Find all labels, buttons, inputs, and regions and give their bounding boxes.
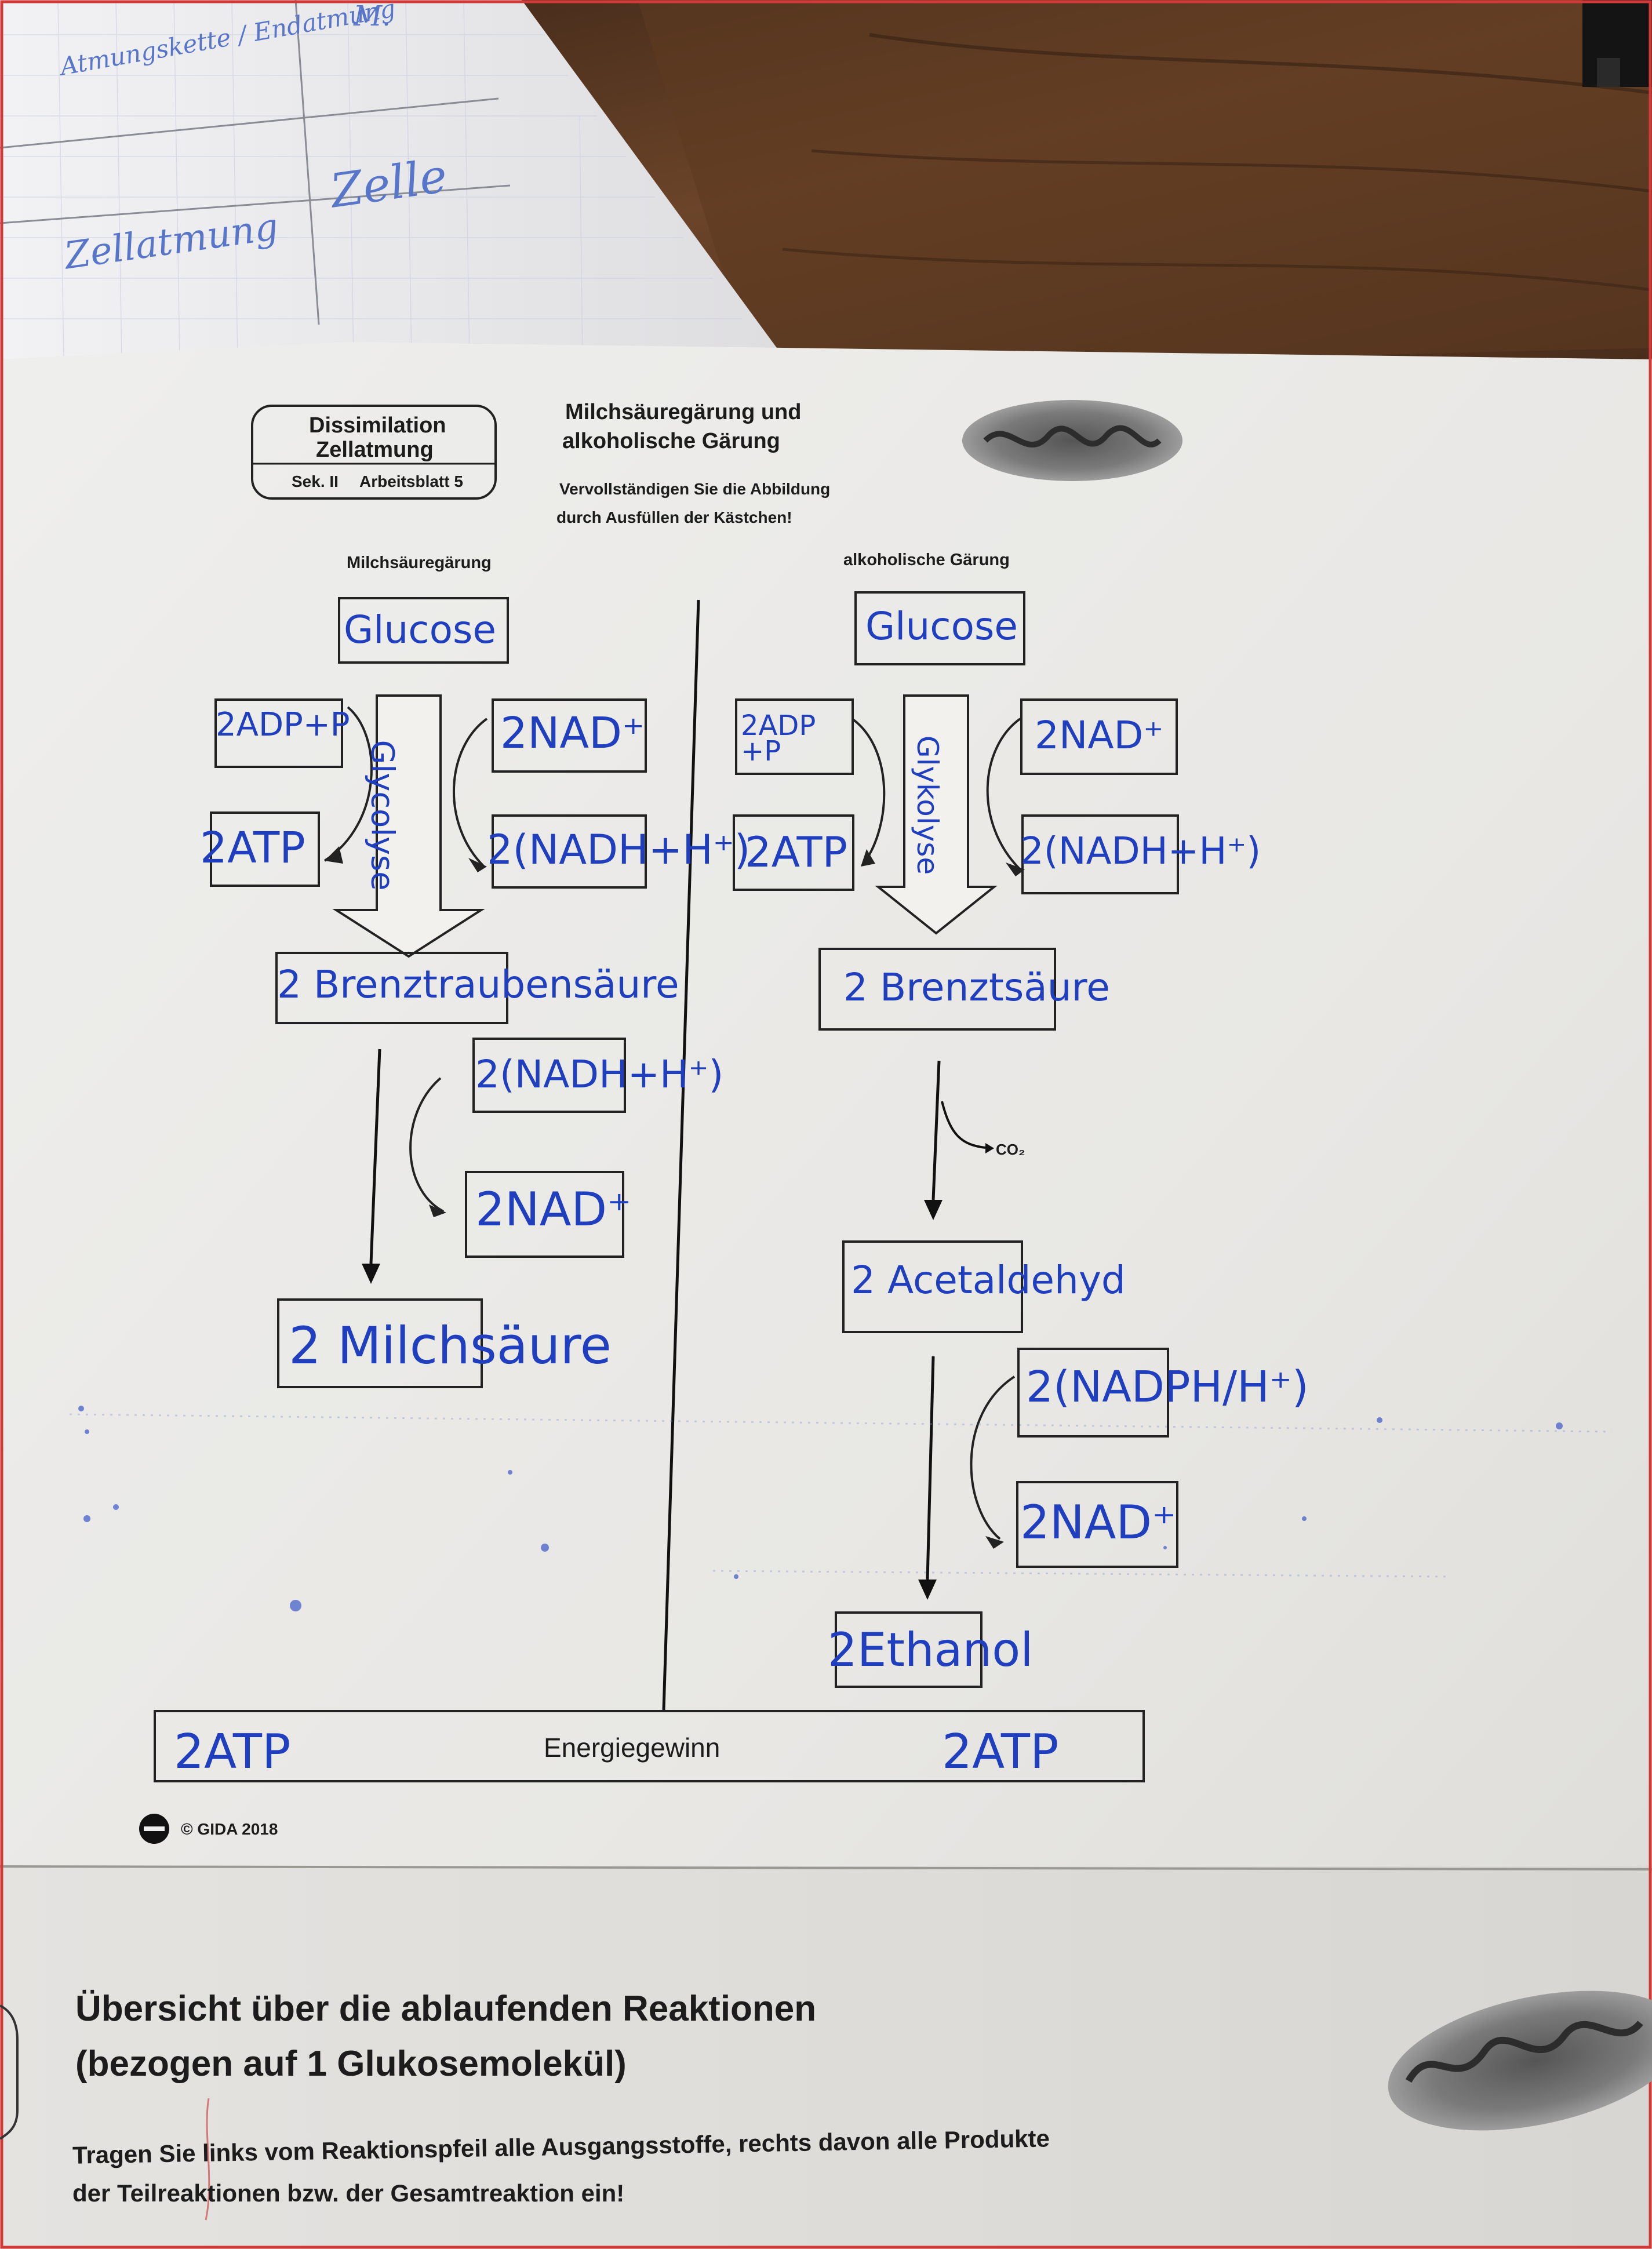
left-atp-text: 2ATP [200,823,305,873]
energy-label: Energiegewinn [544,1732,720,1763]
header-title-line2: alkoholische Gärung [562,429,780,454]
back-sheet-cell-m: M. [354,0,391,32]
header-level: Sek. II [292,472,339,491]
right-co2-label: CO₂ [996,1141,1025,1159]
bottom-title-line1: Übersicht über die ablaufenden Reaktione… [75,1988,816,2029]
right-nad-text: 2NAD⁺ [1035,713,1163,758]
left-nad-text: 2NAD⁺ [500,708,645,758]
right-nadh2-text: 2(NADPH/H⁺) [1026,1362,1309,1412]
right-nad2-text: 2NAD⁺ [1020,1495,1176,1549]
copyright-text: © GIDA 2018 [181,1820,278,1839]
energy-right-atp: 2ATP [942,1724,1058,1779]
header-title-line1: Milchsäuregärung und [565,400,801,425]
left-glykolyse-text: Glycolyse [364,740,401,891]
left-pyruvate-text: 2 Brenztraubensäure [277,962,679,1007]
left-product-text: 2 Milchsäure [289,1316,612,1375]
right-heading: alkoholische Gärung [843,551,1010,570]
energy-left-atp: 2ATP [174,1724,290,1779]
header-subtopic: Zellatmung [316,438,434,463]
right-pyruvate-text: 2 Brenztsäure [843,965,1110,1010]
header-instruction-line2: durch Ausfüllen der Kästchen! [556,508,792,527]
right-adp-text: 2ADP +P [741,713,845,764]
header-instruction-line1: Vervollständigen Sie die Abbildung [559,480,830,498]
right-nadh-text: 2(NADH+H⁺) [1020,830,1261,873]
right-acetaldehyd-text: 2 Acetaldehyd [851,1258,1126,1302]
right-product-text: 2Ethanol [828,1623,1033,1677]
right-atp-text: 2ATP [745,828,847,876]
left-nad2-text: 2NAD⁺ [475,1182,631,1236]
bottom-instruction-line2: der Teilreaktionen bzw. der Gesamtreakti… [72,2179,624,2207]
left-heading: Milchsäuregärung [347,554,492,573]
left-glucose-text: Glucose [344,607,496,652]
bottom-title-line2: (bezogen auf 1 Glukosemolekül) [75,2043,627,2084]
left-nadh2-text: 2(NADH+H⁺) [475,1052,723,1097]
left-nadh-text: 2(NADH+H⁺) [487,826,750,874]
header-sheet: Arbeitsblatt 5 [359,472,463,491]
left-adp-text: 2ADP+P [216,706,350,744]
header-topic: Dissimilation [309,413,446,438]
right-glykolyse-text: Glykolyse [911,736,944,875]
right-glucose-text: Glucose [865,604,1018,649]
